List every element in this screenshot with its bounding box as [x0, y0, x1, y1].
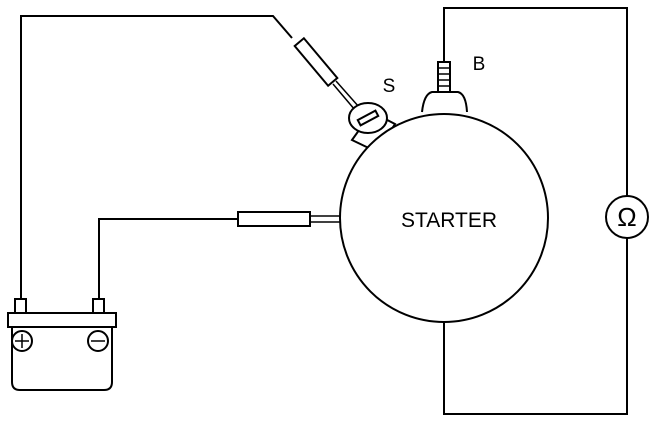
body-probe: [237, 211, 343, 227]
ohmmeter-symbol: Ω: [617, 202, 636, 232]
wire-ohmmeter-return: [443, 238, 628, 415]
battery-negative-terminal-icon: [87, 330, 109, 352]
terminal-b-label: B: [473, 54, 486, 75]
terminal-s-label: S: [383, 76, 396, 97]
battery: [7, 298, 117, 391]
starter-motor-body: [339, 113, 549, 323]
b-terminal: [421, 61, 468, 113]
wire-battery-negative-to-body: [98, 218, 238, 300]
battery-positive-terminal-icon: [11, 330, 33, 352]
solenoid-s-terminal: [348, 102, 397, 154]
wire-battery-positive-to-s: [20, 15, 293, 302]
ohmmeter: Ω: [605, 195, 649, 239]
s-terminal-probe: [293, 36, 360, 111]
wire-ohmmeter-circuit: [443, 7, 628, 196]
starter-label: STARTER: [401, 209, 497, 232]
